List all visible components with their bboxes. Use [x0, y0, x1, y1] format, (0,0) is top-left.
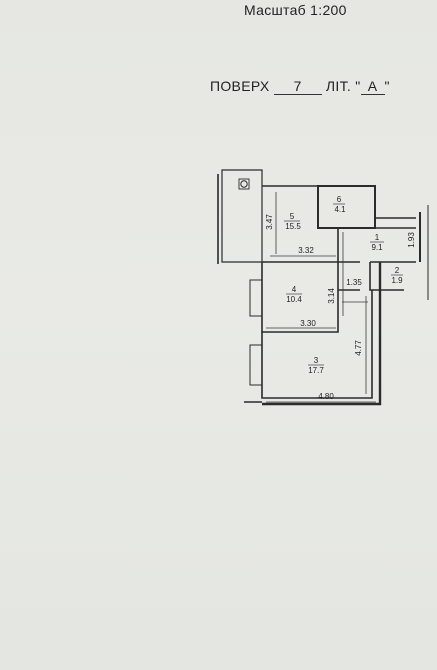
room-1-number: 1 — [375, 233, 380, 242]
dim-1-93: 1.93 — [407, 232, 416, 248]
room-5-number: 5 — [290, 212, 295, 221]
room-6-area: 4.1 — [334, 205, 346, 214]
fixture-circle — [240, 180, 248, 188]
room-2-area: 1.9 — [391, 276, 403, 285]
dim-3-30: 3.30 — [300, 319, 316, 328]
dim-4-80: 4.80 — [318, 392, 334, 401]
floor-value: 7 — [273, 79, 322, 95]
room-3-area: 17.7 — [308, 366, 324, 375]
scale-label: Масштаб 1:200 — [244, 2, 347, 18]
fixture-box — [238, 178, 250, 190]
lit-close-quote: " — [384, 78, 390, 94]
dim-3-47: 3.47 — [265, 214, 274, 230]
dim-1-35: 1.35 — [346, 278, 362, 287]
room-5-area: 15.5 — [285, 222, 301, 231]
lit-label: ЛІТ. — [325, 78, 352, 94]
room-4-number: 4 — [292, 285, 297, 294]
floor-label: ПОВЕРХ — [210, 78, 270, 94]
dim-3-14: 3.14 — [327, 288, 336, 304]
room-1-area: 9.1 — [371, 243, 383, 252]
room-2-number: 2 — [395, 266, 400, 275]
room-4-area: 10.4 — [286, 295, 302, 304]
dim-3-32: 3.32 — [298, 246, 314, 255]
lit-open-quote: " — [355, 78, 361, 94]
lit-value: А — [360, 79, 385, 95]
room-3-number: 3 — [314, 356, 319, 365]
dimension-lines — [266, 192, 376, 403]
dim-4-77: 4.77 — [354, 340, 363, 356]
plan-walls — [217, 169, 429, 406]
room-6-number: 6 — [337, 195, 342, 204]
floor-info: ПОВЕРХ 7 ЛІТ. "А" — [210, 78, 390, 95]
